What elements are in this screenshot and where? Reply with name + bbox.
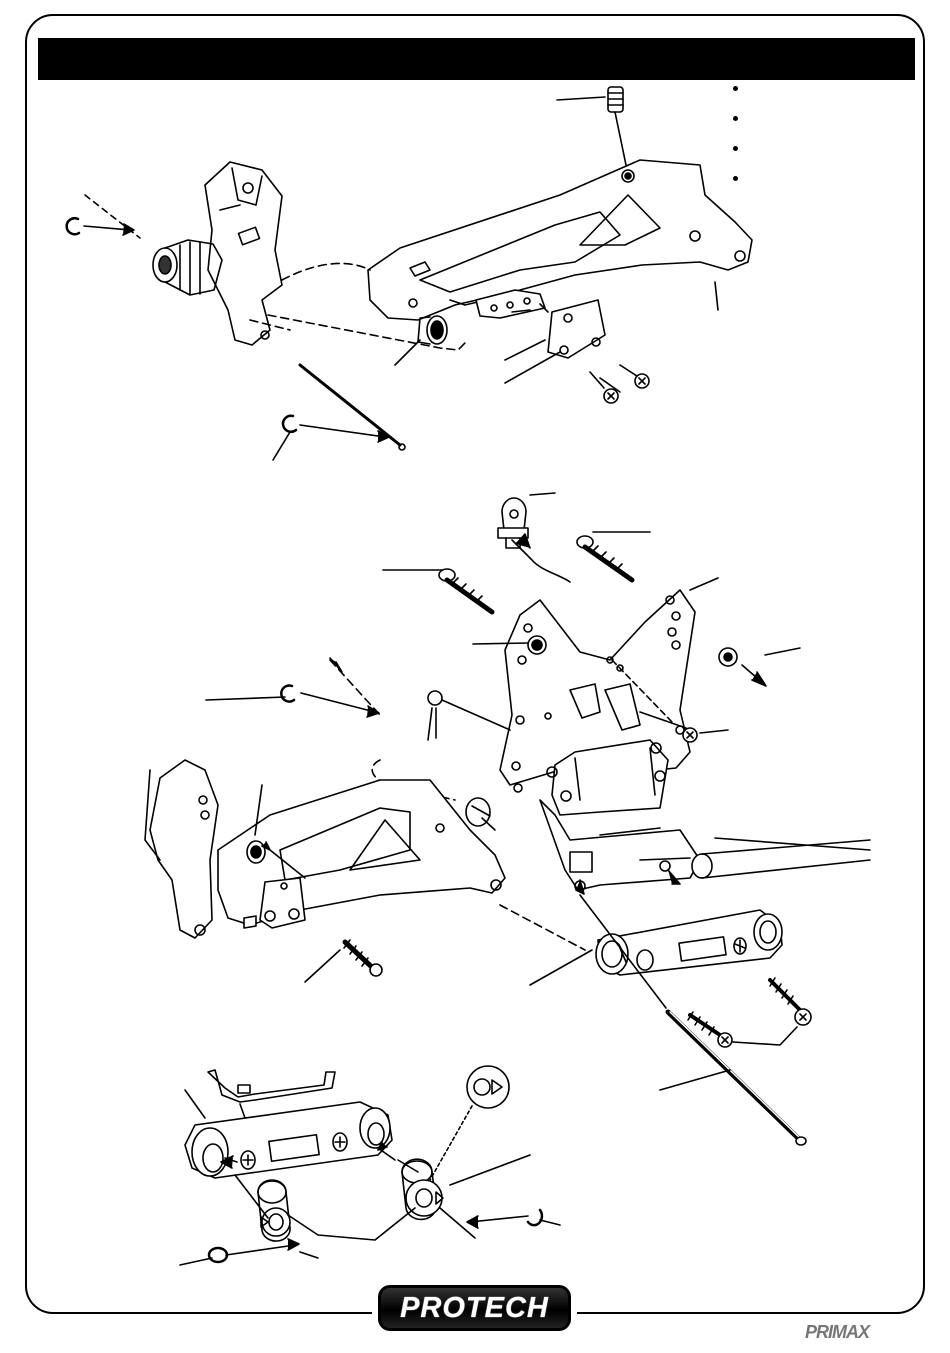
pivot-bushing bbox=[466, 798, 495, 830]
brand-mark: PRIMAX bbox=[805, 1322, 869, 1343]
screw-icon bbox=[770, 978, 811, 1025]
leader-line bbox=[473, 643, 528, 644]
leader-line bbox=[690, 578, 718, 590]
leader-line bbox=[180, 1258, 212, 1265]
leader-line bbox=[540, 1220, 560, 1225]
bottom-assembly bbox=[180, 1066, 560, 1265]
cap-screw-icon bbox=[439, 569, 492, 612]
pivot-bushing bbox=[418, 316, 447, 344]
screw-icon bbox=[688, 1012, 732, 1047]
e-clip-icon bbox=[281, 686, 379, 717]
logo-wrap: PROTECH bbox=[372, 1281, 577, 1337]
e-clip-icon bbox=[283, 416, 389, 442]
hub-carrier bbox=[205, 162, 282, 345]
leader-line bbox=[765, 648, 800, 655]
screw-icon bbox=[344, 940, 382, 976]
nut-icon bbox=[719, 648, 766, 686]
arm-holder bbox=[185, 1102, 392, 1178]
leader-line bbox=[557, 97, 605, 100]
leader-line bbox=[305, 950, 340, 982]
arm-plate bbox=[476, 290, 605, 358]
hinge-pin bbox=[692, 838, 870, 878]
leader-line bbox=[505, 340, 545, 360]
leader-line bbox=[700, 730, 728, 733]
leader-line bbox=[300, 1252, 318, 1258]
protech-logo: PROTECH bbox=[378, 1285, 571, 1331]
leader-line bbox=[450, 1155, 530, 1185]
top-assembly bbox=[67, 87, 752, 460]
leader-line bbox=[660, 1070, 730, 1090]
ball-stud bbox=[428, 691, 510, 740]
detail-callout bbox=[430, 1066, 509, 1180]
leader-line bbox=[288, 1208, 415, 1240]
leader-line bbox=[530, 950, 592, 985]
screw-icon bbox=[590, 372, 620, 403]
leader-line bbox=[206, 697, 285, 700]
e-clip-icon bbox=[67, 218, 134, 235]
leader-line bbox=[715, 282, 718, 310]
leader-line bbox=[185, 1090, 205, 1118]
cap-screw-icon bbox=[577, 536, 632, 580]
nut-icon bbox=[528, 636, 546, 654]
e-clip-icon bbox=[467, 1210, 542, 1228]
hub-carrier bbox=[145, 760, 218, 938]
arm-holder bbox=[596, 910, 782, 975]
middle-assembly bbox=[145, 493, 870, 1145]
leader-line bbox=[395, 340, 420, 365]
screw-icon bbox=[620, 365, 649, 388]
leader-line bbox=[273, 432, 290, 460]
e-clip-icon bbox=[209, 1239, 299, 1262]
pivot-bushing bbox=[247, 841, 265, 863]
suspension-arm bbox=[368, 160, 752, 320]
logo-text: PROTECH bbox=[400, 1292, 549, 1325]
